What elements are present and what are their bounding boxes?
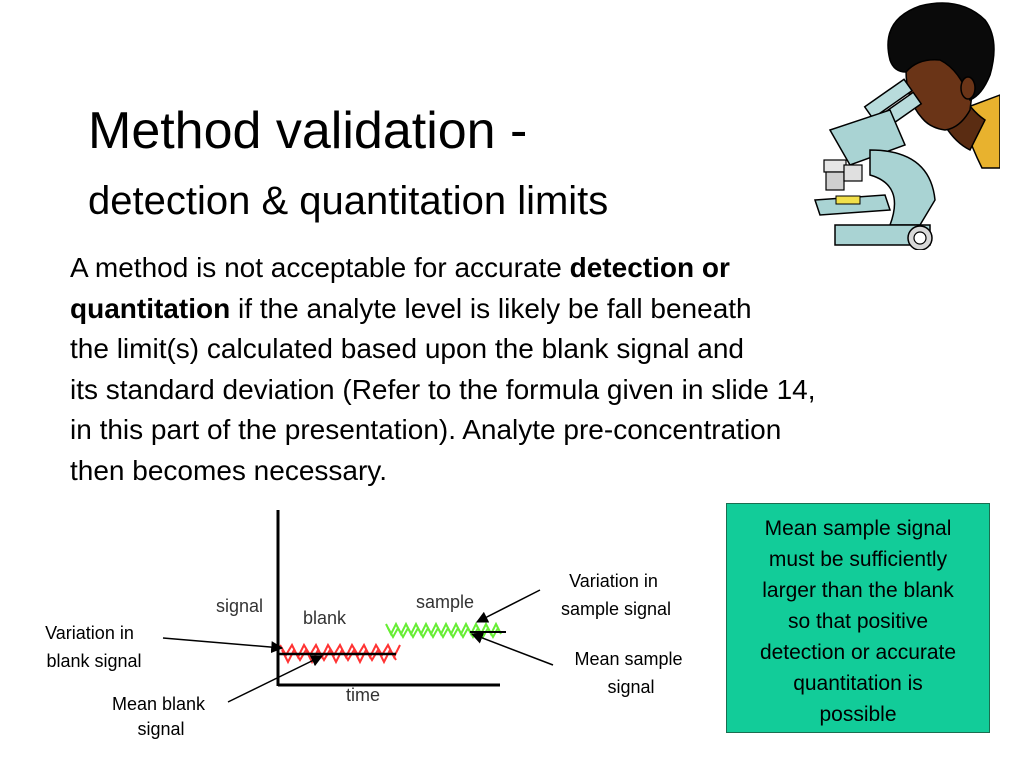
axis-x-label: time (346, 685, 380, 705)
body-line-3: the limit(s) calculated based upon the b… (70, 333, 744, 364)
var-sample-label: Variation in sample signal (561, 571, 671, 619)
callout-line: so that positive (787, 610, 929, 633)
slide-title: Method validation - (88, 102, 528, 160)
mean-sample-arrow (470, 632, 554, 666)
callout-line: detection or accurate (759, 641, 957, 664)
callout-line: quantitation is (793, 672, 923, 695)
callout-line: Mean sample signal (764, 517, 952, 540)
body-paragraph: A method is not acceptable for accurate … (70, 248, 1000, 491)
mean-blank-arrow (227, 655, 324, 703)
blank-label: blank (303, 608, 347, 628)
callout-line: larger than the blank (762, 579, 954, 602)
var-sample-arrow (475, 589, 541, 623)
body-line-5: in this part of the presentation). Analy… (70, 414, 782, 445)
callout-box: Mean sample signal must be sufficiently … (726, 503, 990, 733)
scientist-microscope-icon (813, 2, 1000, 250)
callout-line: must be sufficiently (768, 548, 948, 571)
callout-line: possible (819, 703, 897, 726)
var-blank-arrow (162, 637, 284, 654)
var-blank-label: Variation in blank signal (45, 623, 141, 671)
slide-subtitle: detection & quantitation limits (88, 179, 609, 223)
body-line-6: then becomes necessary. (70, 454, 387, 486)
axis-y-label: signal (216, 596, 263, 616)
body-line-1: A method is not acceptable for accurate … (70, 252, 730, 283)
mean-sample-label: Mean sample signal (574, 649, 687, 697)
sample-label: sample (416, 592, 474, 612)
body-line-4: its standard deviation (Refer to the for… (70, 373, 816, 405)
sample-variation-band (385, 621, 502, 640)
body-line-2: quantitation if the analyte level is lik… (70, 292, 752, 324)
mean-blank-label: Mean blank signal (112, 694, 210, 739)
